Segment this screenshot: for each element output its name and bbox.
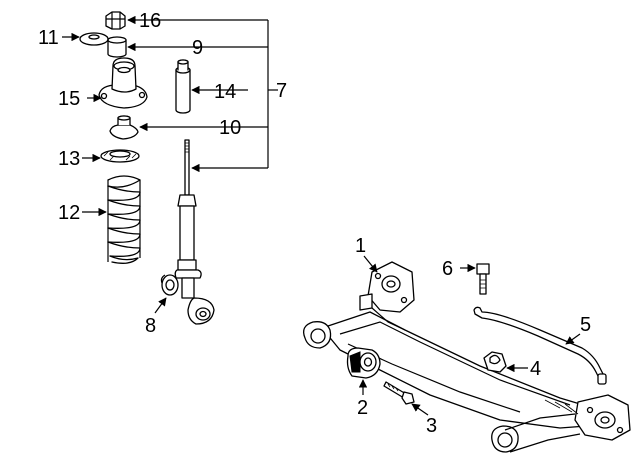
callout-7: 7 bbox=[276, 80, 287, 102]
callout-12: 12 bbox=[58, 202, 80, 224]
callout-16: 16 bbox=[139, 10, 161, 32]
part-bracket-4 bbox=[483, 351, 507, 373]
part-bolt-6 bbox=[476, 263, 490, 295]
callout-10: 10 bbox=[219, 117, 241, 139]
callout-11: 11 bbox=[38, 27, 59, 49]
part-bushing-9 bbox=[107, 36, 127, 58]
part-bushing-2 bbox=[346, 347, 381, 379]
part-nut-16 bbox=[105, 11, 126, 30]
part-bolt-3 bbox=[383, 381, 415, 405]
callout-6: 6 bbox=[442, 258, 453, 280]
callout-3: 3 bbox=[426, 415, 437, 437]
callout-14: 14 bbox=[214, 81, 236, 103]
part-coil-spring-12 bbox=[107, 175, 141, 264]
leader-lines-left bbox=[62, 32, 167, 314]
callout-1: 1 bbox=[355, 235, 366, 257]
part-axle-beam-1 bbox=[302, 261, 631, 453]
part-insulator-13 bbox=[100, 149, 140, 163]
callout-4: 4 bbox=[530, 358, 541, 380]
part-shock-absorber bbox=[174, 139, 215, 325]
part-bushing-8 bbox=[160, 274, 179, 296]
callout-13: 13 bbox=[58, 148, 80, 170]
part-strut-mount-15 bbox=[98, 57, 148, 109]
callout-2: 2 bbox=[357, 397, 368, 419]
callout-15: 15 bbox=[58, 88, 80, 110]
part-stabilizer-bar-5 bbox=[473, 306, 607, 385]
part-upper-seat-10 bbox=[109, 115, 139, 140]
part-washer-11 bbox=[79, 32, 109, 46]
callout-9: 9 bbox=[192, 37, 203, 59]
bracket-7 bbox=[127, 15, 278, 173]
part-bump-stop-14 bbox=[175, 59, 191, 114]
callout-5: 5 bbox=[580, 314, 591, 336]
callout-8: 8 bbox=[145, 315, 156, 337]
leader-lines-right bbox=[358, 255, 581, 416]
